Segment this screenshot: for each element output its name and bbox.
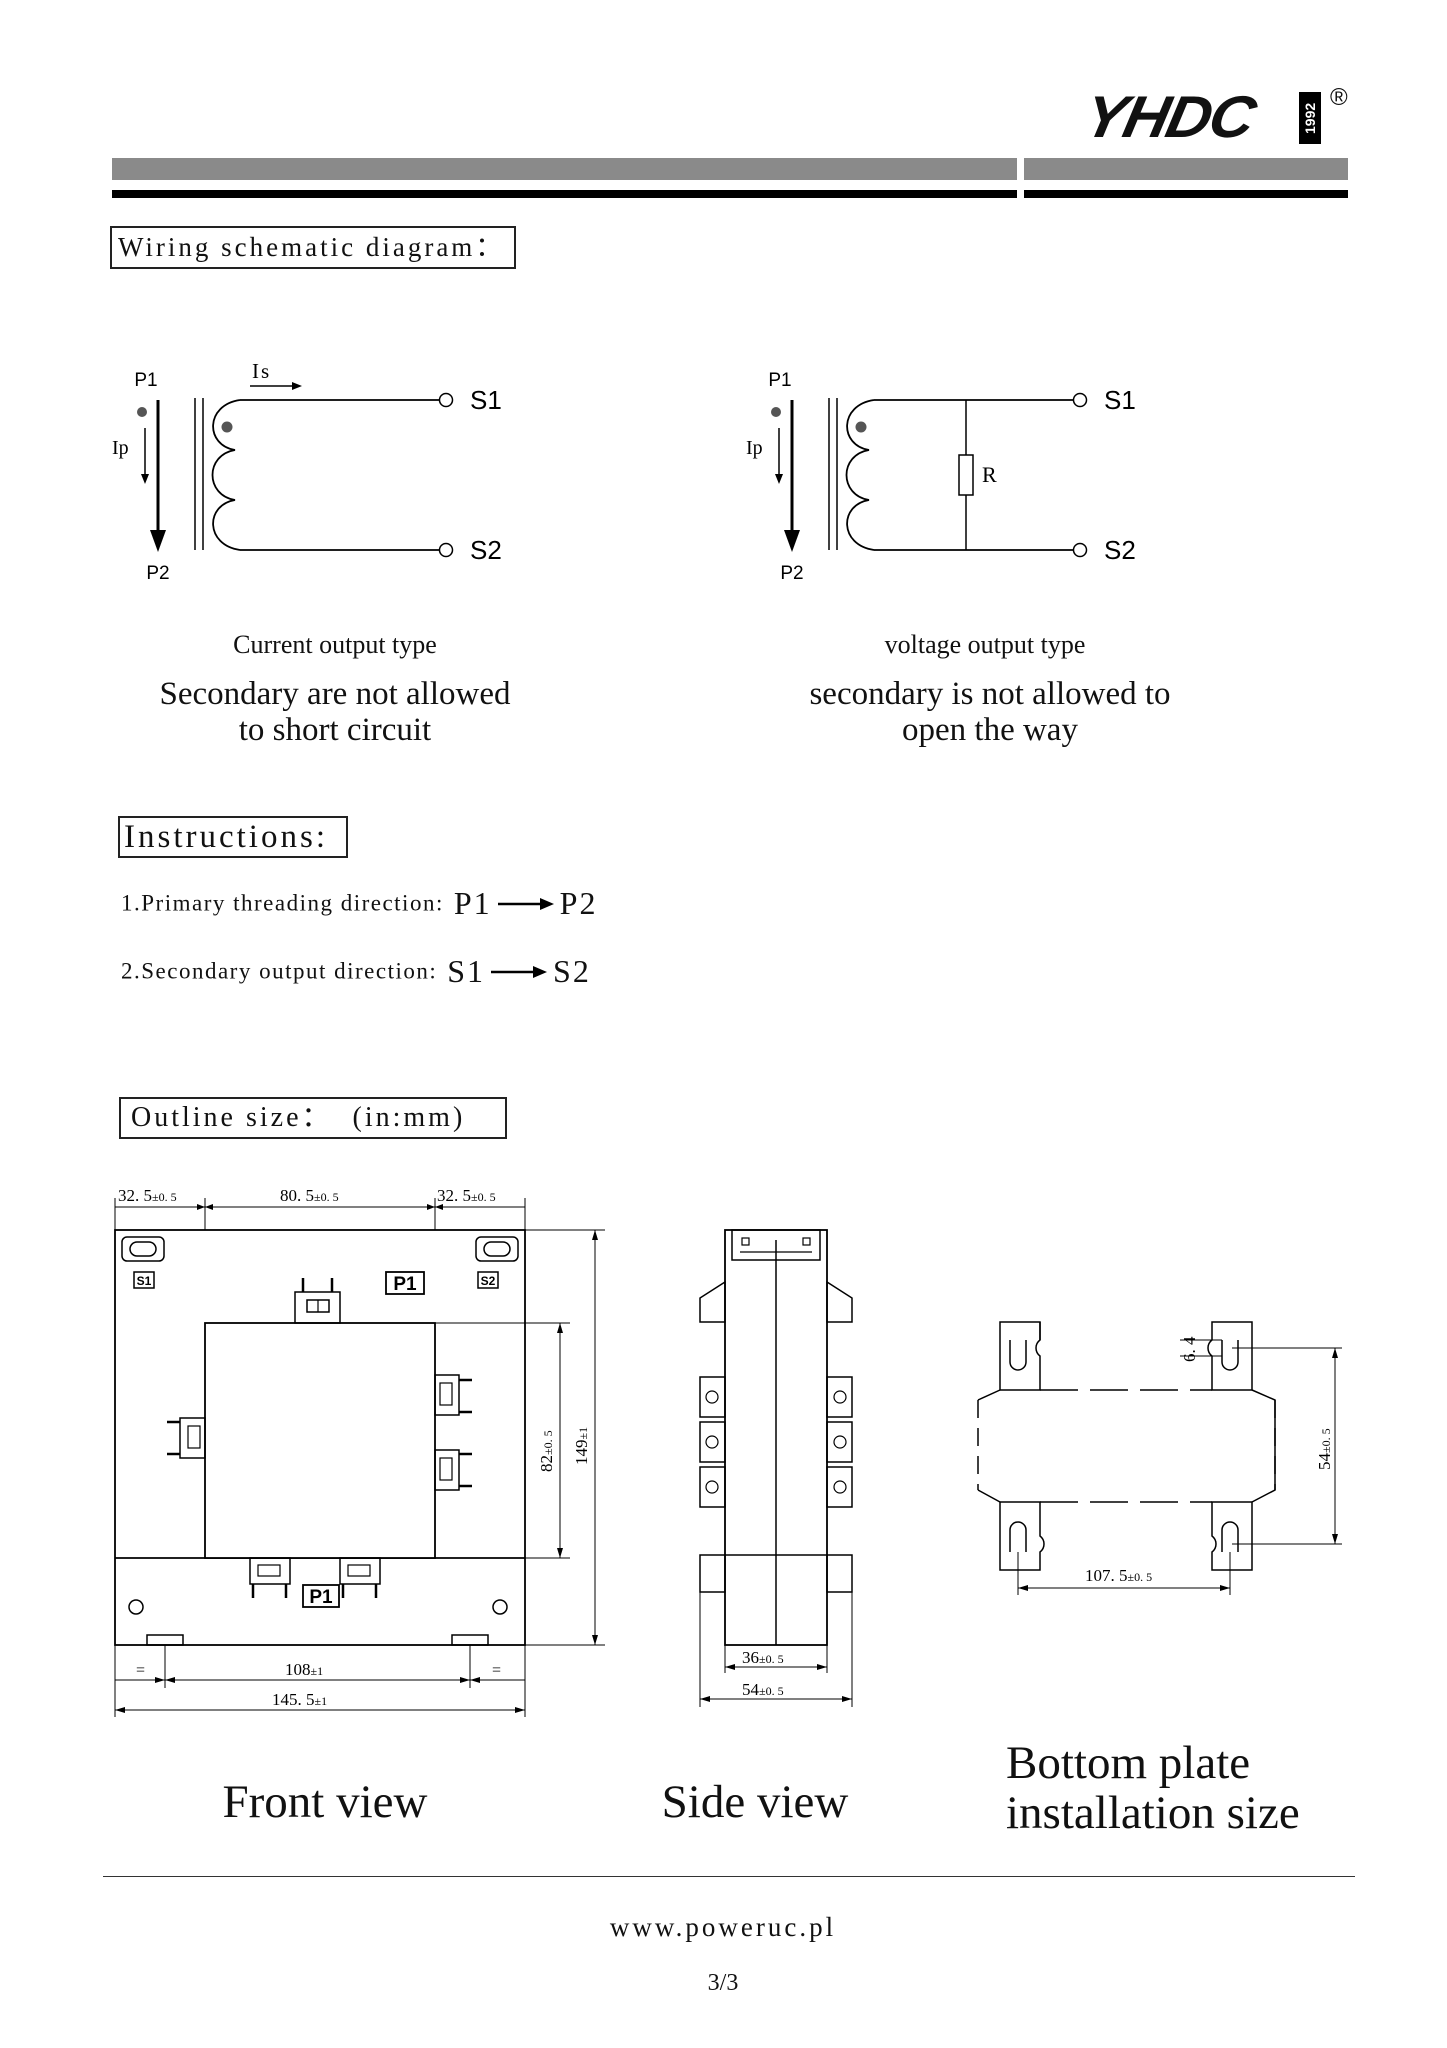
dim-left-top-tol: ±0. 5 (152, 1190, 177, 1204)
current-warning-line2: to short circuit (238, 712, 432, 748)
side-view-caption: Side view (661, 1776, 849, 1828)
dim-left-top: 32. 5 (118, 1186, 152, 1205)
front-view-drawing: 32. 5±0. 5 80. 5±0. 5 32. 5±0. 5 S1 S2 P… (114, 1186, 605, 1717)
dim-inner-height-tol: ±0. 5 (541, 1430, 555, 1455)
instruction-1-to: P2 (559, 885, 598, 921)
footer-website[interactable]: www.poweruc.pl (609, 1912, 837, 1942)
registered-mark: ® (1330, 84, 1348, 111)
label-s1: S1 (1104, 385, 1136, 415)
dim-inner-height: 82 (537, 1455, 556, 1472)
current-warning-line1: Secondary are not allowed (159, 676, 511, 712)
svg-text:108±1: 108±1 (285, 1660, 323, 1679)
bottom-view-caption-line1: Bottom plate (1006, 1737, 1251, 1789)
dim-mid-top: 80. 5 (280, 1186, 314, 1205)
dim-total-width-tol: ±1 (315, 1694, 328, 1708)
label-s1: S1 (137, 1274, 152, 1288)
dim-total-height: 149 (572, 1440, 591, 1466)
current-output-schematic: P1 P2 Ip Is S1 S2 (112, 359, 502, 584)
front-view-caption: Front view (222, 1776, 428, 1828)
dim-plate-width-tol: ±0. 5 (1128, 1570, 1153, 1584)
front-body-outline (114, 1229, 526, 1646)
voltage-warning-line2: open the way (902, 712, 1078, 748)
dim-plate-height-tol: ±0. 5 (1319, 1428, 1333, 1453)
dim-side-outer: 54 (742, 1680, 760, 1699)
bottom-plate-drawing: 6. 4 54±0. 5 107. 5±0. 5 (977, 1321, 1342, 1595)
label-ip: Ip (112, 437, 129, 459)
dim-inner-width-tol: ±1 (311, 1664, 324, 1678)
label-s2: S2 (470, 535, 502, 565)
label-s2: S2 (1104, 535, 1136, 565)
label-s2: S2 (481, 1274, 496, 1288)
dim-slot: 6. 4 (1180, 1336, 1199, 1362)
secondary-dot (221, 421, 233, 433)
footer-page-number: 3/3 (707, 1970, 739, 1996)
header-bar-black-left (112, 190, 1017, 198)
label-p1-bottom: P1 (309, 1587, 333, 1608)
eq-right: = (492, 1662, 501, 1679)
instruction-2-to: S2 (553, 953, 591, 989)
voltage-output-schematic: P1 P2 Ip R S1 S2 (746, 370, 1136, 584)
dim-total-width: 145. 5 (272, 1690, 315, 1709)
outline-section-title: Outline size： (in:mm) (119, 1097, 507, 1139)
logo-year: 1992 (1299, 92, 1321, 144)
dim-right-top: 32. 5 (437, 1186, 471, 1205)
bottom-view-caption-line2: installation size (1006, 1787, 1300, 1839)
instruction-1-label: 1.Primary threading direction: (121, 890, 444, 916)
svg-text:145. 5±1: 145. 5±1 (272, 1690, 327, 1709)
label-r: R (982, 462, 997, 487)
wiring-section-title: Wiring schematic diagram： (110, 226, 516, 269)
instruction-item-1: 1.Primary threading direction: P1 P2 (121, 885, 597, 925)
dim-total-height-tol: ±1 (576, 1427, 590, 1440)
dim-plate-height: 54 (1315, 1453, 1334, 1471)
header-bar-gray-right (1024, 158, 1348, 180)
label-p1: P1 (134, 370, 157, 391)
dim-plate-width: 107. 5 (1085, 1566, 1128, 1585)
instruction-item-2: 2.Secondary output direction: S1 S2 (121, 953, 591, 993)
label-s1: S1 (470, 385, 502, 415)
svg-text:80. 5±0. 5: 80. 5±0. 5 (280, 1186, 339, 1205)
instruction-2-from: S1 (447, 953, 486, 989)
primary-dot (137, 407, 147, 417)
dim-side-outer-tol: ±0. 5 (759, 1684, 784, 1698)
arrow-right-icon (491, 965, 548, 978)
dim-right-top-tol: ±0. 5 (471, 1190, 496, 1204)
footer-divider (103, 1876, 1355, 1877)
svg-text:32. 5±0. 5: 32. 5±0. 5 (118, 1186, 177, 1205)
instructions-section-title: Instructions: (118, 816, 348, 858)
front-window (204, 1322, 436, 1559)
brand-logo: YHDC 1992 ® (1078, 84, 1355, 150)
label-is: Is (252, 359, 271, 383)
eq-left: = (136, 1662, 145, 1679)
svg-text:36±0. 5: 36±0. 5 (742, 1648, 784, 1667)
svg-text:54±0. 5: 54±0. 5 (1315, 1428, 1334, 1470)
label-ip: Ip (746, 437, 763, 459)
label-p2: P2 (780, 563, 803, 584)
terminal-s2 (438, 542, 454, 558)
label-p1: P1 (768, 370, 791, 391)
header-bar-black-right (1024, 190, 1348, 198)
svg-text:32. 5±0. 5: 32. 5±0. 5 (437, 1186, 496, 1205)
side-view-drawing: 36±0. 5 54±0. 5 (699, 1229, 853, 1707)
terminal-s1 (438, 392, 454, 408)
label-p1-top: P1 (393, 1274, 417, 1295)
svg-text:107. 5±0. 5: 107. 5±0. 5 (1085, 1566, 1152, 1585)
header-bar-gray-left (112, 158, 1017, 180)
dim-inner-width: 108 (285, 1660, 311, 1679)
dim-side-inner: 36 (742, 1648, 759, 1667)
svg-text:82±0. 5: 82±0. 5 (537, 1430, 556, 1472)
svg-text:54±0. 5: 54±0. 5 (742, 1680, 784, 1699)
dim-mid-top-tol: ±0. 5 (314, 1190, 339, 1204)
dim-side-inner-tol: ±0. 5 (759, 1652, 784, 1666)
primary-arrowhead (150, 530, 166, 552)
label-p2: P2 (146, 563, 169, 584)
logo-text: YHDC (1078, 84, 1260, 151)
instruction-1-from: P1 (453, 885, 492, 921)
svg-text:149±1: 149±1 (572, 1427, 591, 1465)
instruction-2-label: 2.Secondary output direction: (121, 958, 438, 984)
voltage-warning-line1: secondary is not allowed to (809, 676, 1171, 712)
resistor (958, 454, 974, 496)
voltage-type-label: voltage output type (884, 630, 1086, 659)
current-type-label: Current output type (233, 630, 437, 659)
arrow-right-icon (497, 897, 554, 910)
